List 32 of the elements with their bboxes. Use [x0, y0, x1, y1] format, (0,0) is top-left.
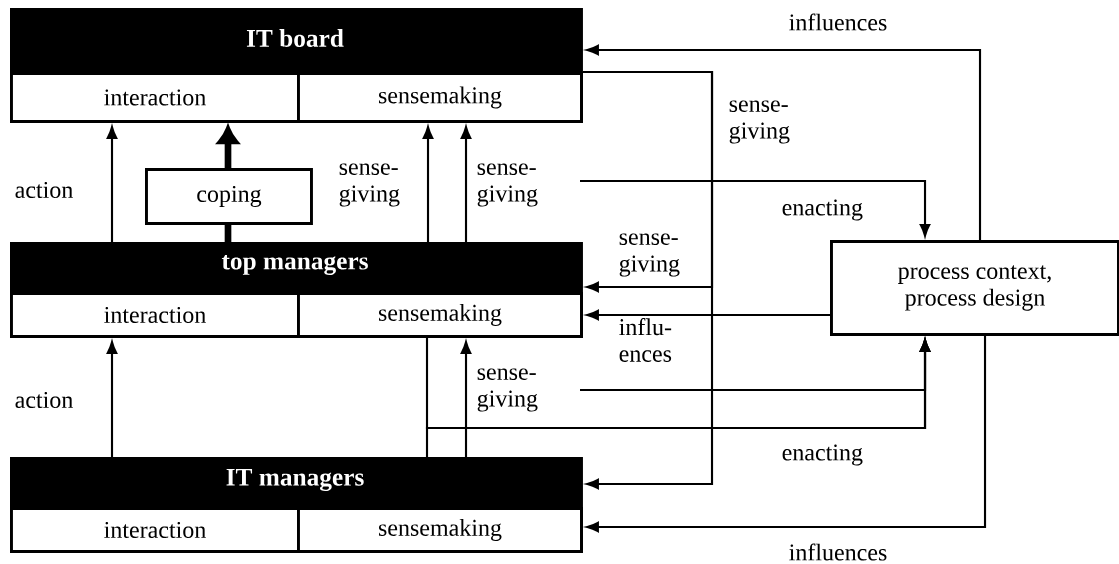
arrow: [586, 44, 982, 240]
arrow: [586, 335, 987, 533]
arrow: [580, 179, 931, 237]
edge-label: influ- ences: [619, 318, 672, 362]
arrow: [106, 126, 118, 242]
arrow: [586, 309, 830, 321]
edge-label: sense- giving: [729, 100, 790, 144]
arrow: [422, 126, 434, 242]
arrow: [425, 339, 931, 457]
edge-label: action: [15, 391, 73, 409]
label-cell: interaction: [10, 292, 300, 338]
label-cell: interaction: [10, 507, 300, 553]
edge-label: sense- giving: [477, 163, 538, 207]
arrow: [460, 126, 472, 242]
edge-label: influences: [789, 543, 887, 561]
label-cell: interaction: [10, 72, 300, 123]
edge-label: influences: [789, 13, 887, 31]
label-cell: sensemaking: [297, 292, 583, 338]
edge-label: sense- giving: [339, 163, 400, 207]
edge-label: sense- giving: [477, 368, 538, 412]
edge-label: action: [15, 181, 73, 199]
arrow: [460, 341, 472, 457]
process-box: coping: [145, 168, 313, 225]
edge-label: enacting: [782, 199, 863, 221]
arrow: [106, 341, 118, 457]
edge-label: sense- giving: [619, 233, 680, 277]
label-cell: sensemaking: [297, 72, 583, 123]
edge-label: enacting: [782, 444, 863, 466]
arrow: [582, 70, 714, 293]
arrow: [217, 126, 239, 168]
label-cell: sensemaking: [297, 507, 583, 553]
process-box: process context, process design: [830, 240, 1119, 336]
